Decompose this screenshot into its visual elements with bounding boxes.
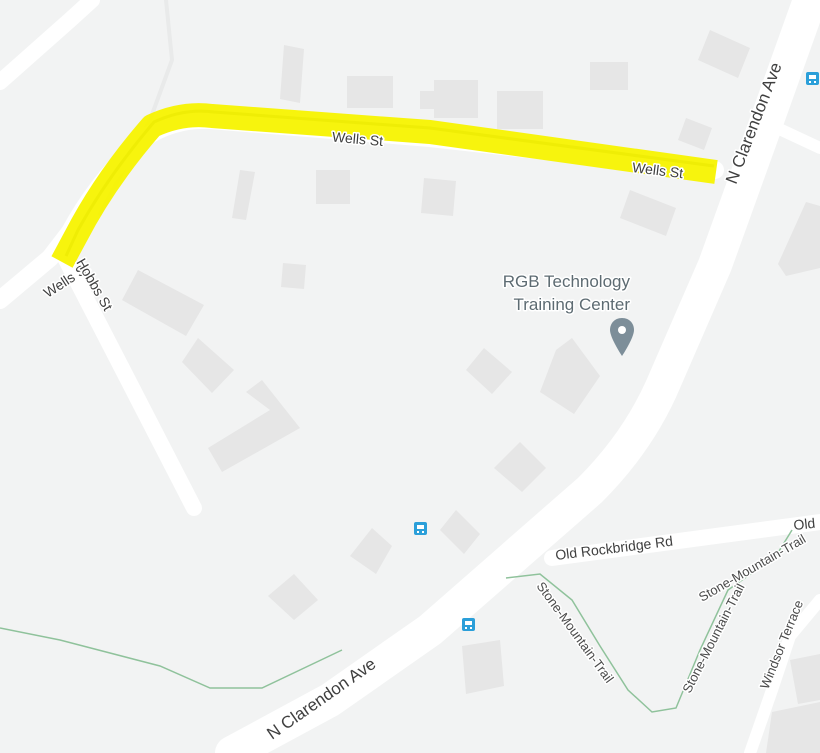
poi-label-line1[interactable]: RGB Technology [501,271,632,293]
road-side-east [754,114,820,154]
poi-label-line2[interactable]: Training Center [512,294,632,316]
highlight-edge [64,109,715,257]
road-old-rockbridge [544,514,820,566]
bus-stop-icon-window [465,621,472,625]
building [466,348,512,394]
map-pin-dot [618,326,626,334]
building [698,30,750,78]
buildings [122,30,820,753]
trails [0,529,793,713]
bus-stop-icon-window [417,525,424,529]
building [421,178,456,216]
road-label-old: Old [793,515,816,533]
building [347,76,393,108]
trail-stone-mountain [505,529,793,713]
road-hobbs-st [52,240,202,516]
road-label-wells-st: Wells St [331,129,383,149]
bus-stop-icon-wheel [417,531,419,533]
map-pin-shape [610,318,634,356]
building [540,338,600,414]
building [122,270,204,336]
building [778,202,820,276]
building [208,380,300,472]
road-windsor-terrace [744,594,820,753]
building [766,702,820,753]
building [420,91,436,109]
road-northwest [0,0,100,90]
building [434,80,478,118]
bus-stop-icon-wheel [809,81,811,83]
building [182,338,234,393]
building [280,45,304,103]
building [790,654,820,704]
building [620,190,676,236]
building [268,574,318,620]
building [440,510,480,554]
map-pin-icon[interactable] [610,318,634,356]
bus-stop-icon-wheel [814,81,816,83]
building [494,442,546,492]
bus-stop-icon[interactable] [414,522,427,535]
bus-stop-icon-wheel [470,627,472,629]
building [497,91,543,129]
bus-stop-icon[interactable] [806,72,819,85]
building [590,62,628,90]
trail-south [0,627,343,689]
building [281,263,306,289]
bus-stop-icon-wheel [465,627,467,629]
building [462,640,504,694]
building [316,170,350,204]
bus-stop-icon-window [809,75,816,79]
bus-stop-icon[interactable] [462,618,475,631]
bus-stop-icon-wheel [422,531,424,533]
building [678,118,712,150]
building [232,170,255,220]
building [350,528,392,574]
road-clarendon [215,0,820,753]
